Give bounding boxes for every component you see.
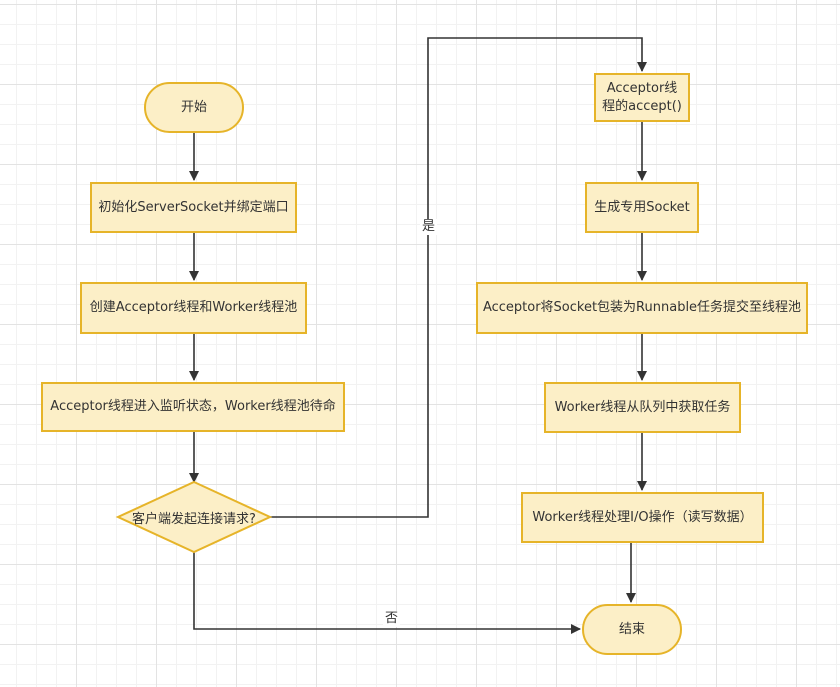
- edge-decision-no: [193, 552, 581, 634]
- decision-label: 客户端发起连接请求?: [132, 511, 256, 527]
- accept-node: Acceptor线 程的accept(): [594, 73, 690, 122]
- start-node: 开始: [144, 82, 244, 133]
- socket-node: 生成专用Socket: [585, 182, 699, 233]
- fetch-task-node: Worker线程从队列中获取任务: [544, 382, 741, 433]
- no-label: 否: [383, 611, 401, 627]
- init-serversocket-node: 初始化ServerSocket并绑定端口: [90, 182, 297, 233]
- edge-decision-yes: [270, 37, 647, 518]
- decision-diamond: [115, 480, 273, 554]
- yes-label: 是: [420, 219, 438, 235]
- process-io-node: Worker线程处理I/O操作（读写数据）: [521, 492, 764, 543]
- end-node: 结束: [582, 604, 682, 655]
- create-threads-node: 创建Acceptor线程和Worker线程池: [80, 282, 307, 334]
- wrap-task-node: Acceptor将Socket包装为Runnable任务提交至线程池: [476, 282, 808, 334]
- listen-node: Acceptor线程进入监听状态，Worker线程池待命: [41, 382, 345, 432]
